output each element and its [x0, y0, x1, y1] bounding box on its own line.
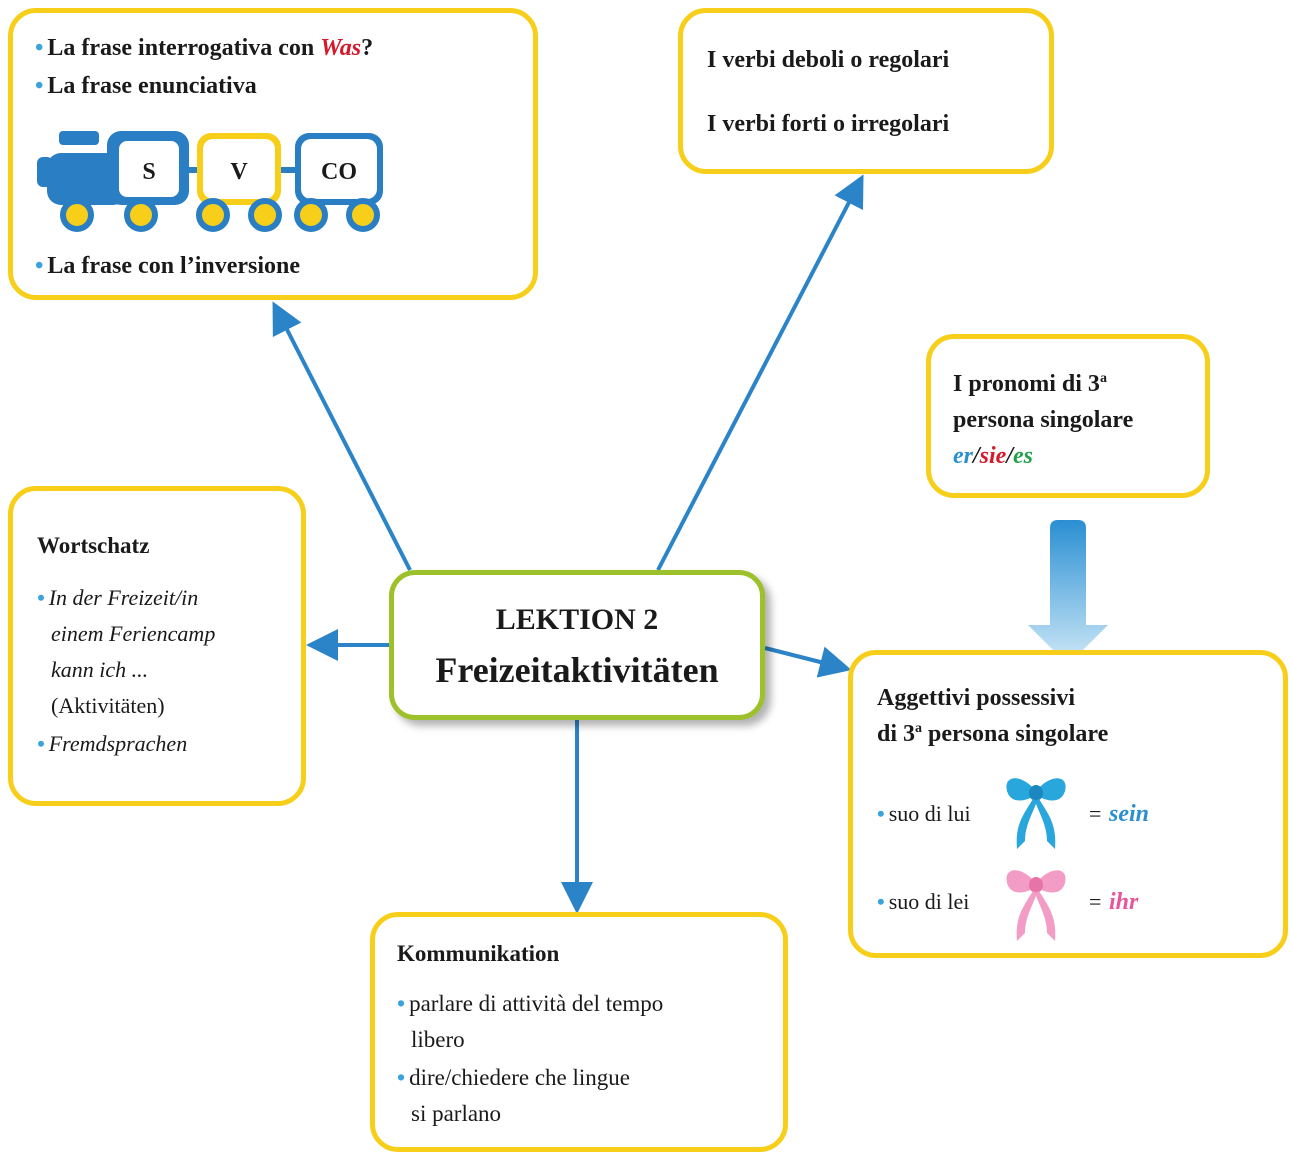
possessive-her-equals: =	[1089, 889, 1102, 914]
pronoun-sie: sie	[979, 443, 1007, 469]
train-icon: S V CO	[37, 131, 383, 232]
arrow-to-syntax	[272, 301, 412, 571]
verbs-weak: I verbi deboli o regolari	[707, 47, 950, 73]
possessive-sein: sein	[1109, 801, 1150, 827]
vocab-title: Wortschatz	[37, 533, 150, 558]
possessive-box: Aggettivi possessivi di 3a persona singo…	[848, 650, 1288, 958]
vocab-item-1d: (Aktivitäten)	[51, 693, 165, 718]
syntax-item-question: •La frase interrogativa con Was?	[35, 35, 374, 61]
comm-item-1a: •parlare di attività del tempo	[397, 991, 664, 1016]
train-co-label: CO	[321, 159, 357, 185]
possessive-ihr: ihr	[1109, 889, 1139, 915]
verbs-box: I verbi deboli o regolari I verbi forti …	[678, 8, 1054, 174]
syntax-item-statement: •La frase enunciativa	[35, 73, 257, 99]
communication-box: Kommunikation •parlare di attività del t…	[370, 912, 788, 1152]
vocab-item-1b: einem Feriencamp	[51, 621, 216, 646]
vocab-item-2: •Fremdsprachen	[37, 731, 188, 756]
syntax-item-inversion: •La frase con l’inversione	[35, 253, 301, 279]
pronoun-er: er	[953, 443, 973, 469]
arrow-to-verbs	[656, 174, 864, 571]
vocabulary-box: Wortschatz •In der Freizeit/in einem Fer…	[8, 486, 306, 806]
pronouns-line1: I pronomi di 3a	[953, 371, 1107, 397]
blue-bow-icon	[1006, 778, 1066, 849]
arrow-to-possessive	[764, 646, 852, 678]
vocab-item-1a: •In der Freizeit/in	[37, 585, 199, 610]
pronouns-forms: er/sie/es	[953, 443, 1034, 469]
pronoun-es: es	[1013, 443, 1034, 469]
was-word: Was	[320, 35, 362, 61]
comm-item-2b: si parlano	[411, 1101, 502, 1126]
vocab-item-1c: kann ich ...	[51, 657, 149, 682]
lesson-number: LEKTION 2	[495, 603, 659, 636]
pronouns-box: I pronomi di 3a persona singolare er/sie…	[926, 334, 1210, 498]
pink-bow-icon	[1006, 870, 1066, 941]
verbs-strong: I verbi forti o irregolari	[707, 111, 950, 137]
possessive-line1: Aggettivi possessivi	[877, 685, 1075, 711]
comm-item-2a: •dire/chiedere che lingue	[397, 1065, 630, 1090]
possessive-her-label: •suo di lei	[877, 889, 970, 914]
pronouns-line2: persona singolare	[953, 407, 1134, 433]
big-down-arrow	[1028, 520, 1108, 665]
center-topic-box: LEKTION 2 Freizeitaktivitäten	[389, 570, 765, 720]
lesson-title: Freizeitaktivitäten	[435, 650, 719, 690]
possessive-his-equals: =	[1089, 801, 1102, 826]
syntax-box: •La frase interrogativa con Was? •La fra…	[8, 8, 538, 300]
comm-title: Kommunikation	[397, 941, 560, 966]
train-s-label: S	[142, 159, 155, 185]
possessive-line2: di 3a persona singolare	[877, 721, 1109, 747]
comm-item-1b: libero	[411, 1027, 465, 1052]
possessive-his-label: •suo di lui	[877, 801, 971, 826]
train-v-label: V	[230, 159, 248, 185]
